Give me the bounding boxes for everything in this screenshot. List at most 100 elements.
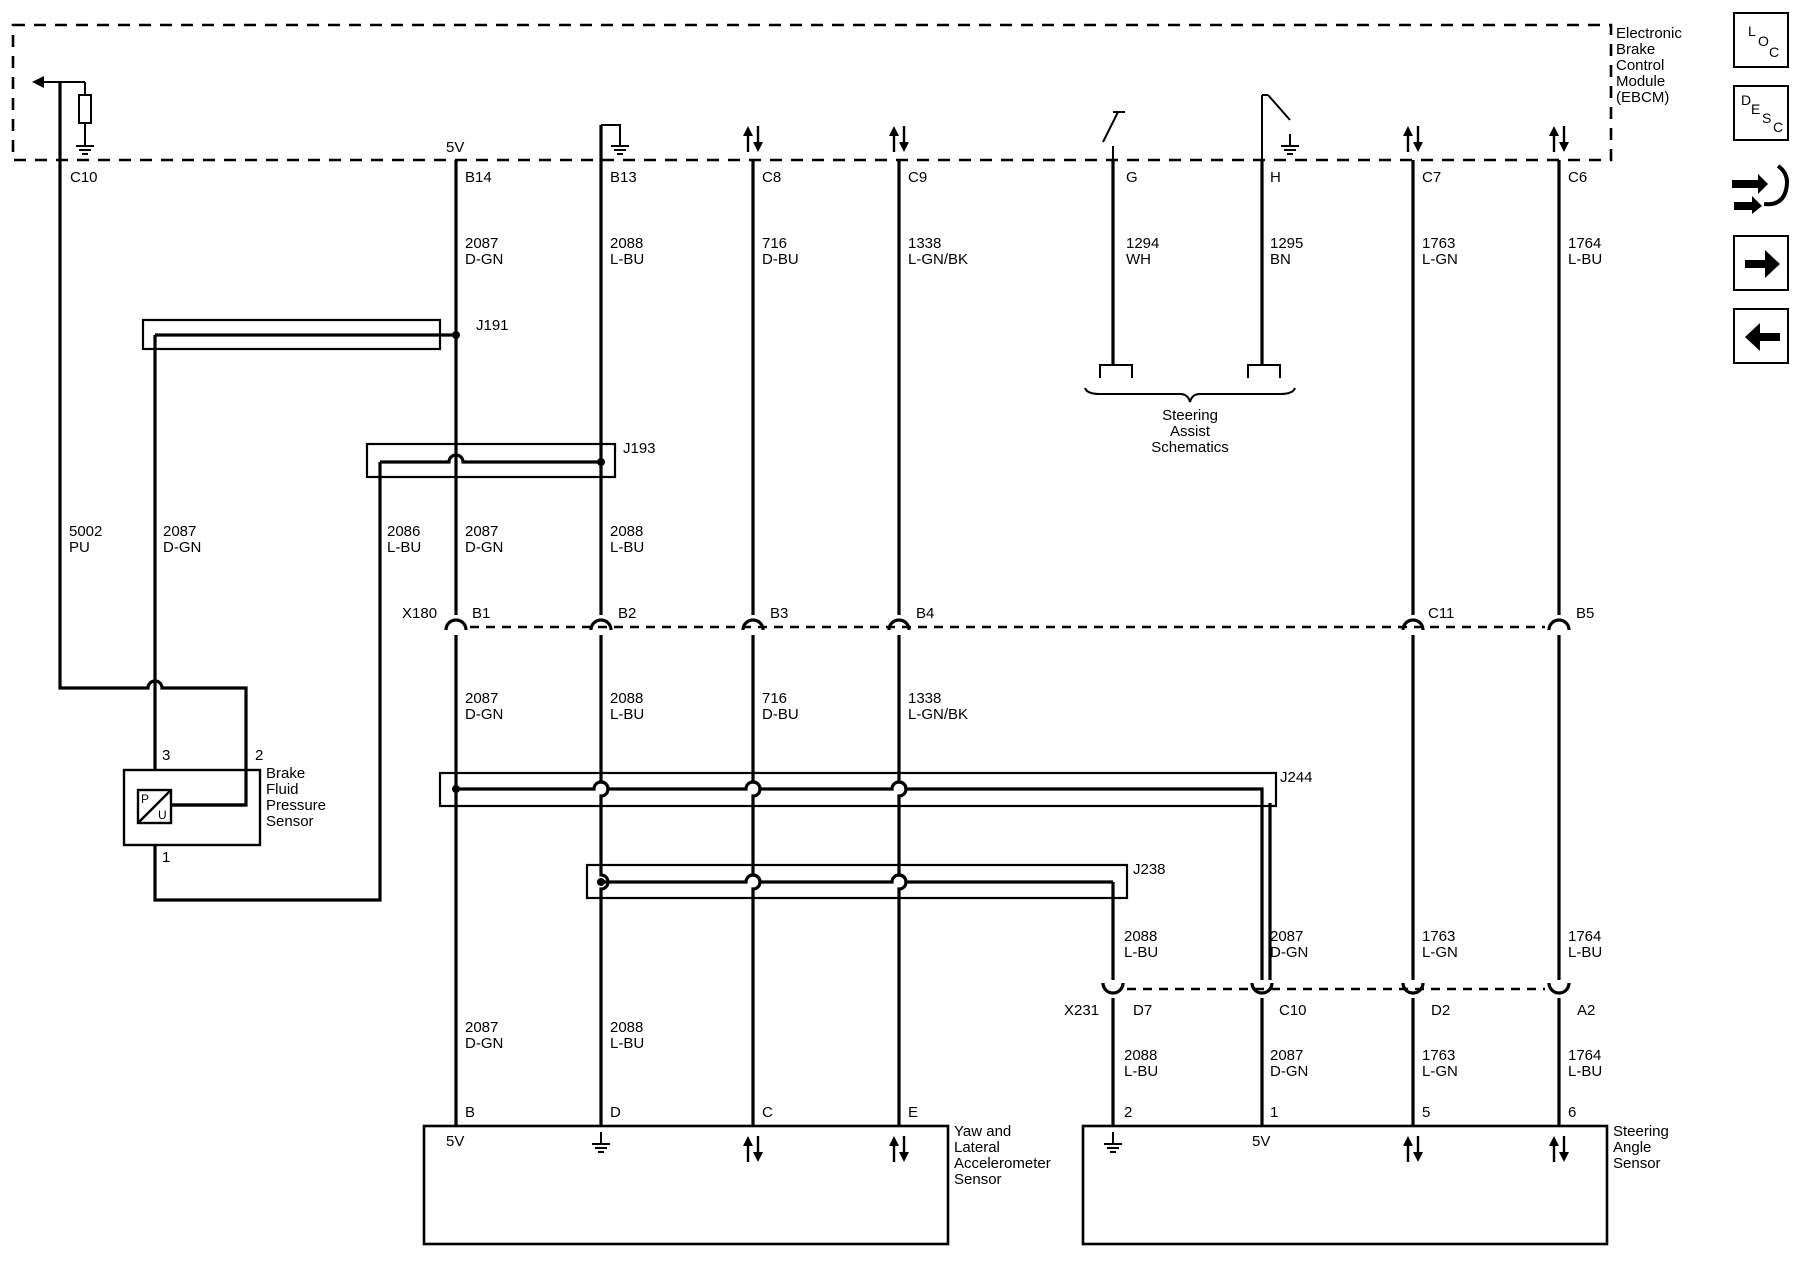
previous-arrow-icon (1745, 323, 1780, 351)
x180-pin-b3: B3 (770, 605, 788, 622)
wire-label: D-GN (1270, 1063, 1308, 1080)
brake-sensor-title-line-4: Sensor (266, 813, 314, 830)
wire-label: 2086 (387, 523, 420, 540)
connector-x231: X231 D7 C10 D2 A2 (1064, 982, 1595, 1019)
wire-label: L-BU (387, 539, 421, 556)
location-button[interactable]: L O C (1733, 12, 1789, 68)
yaw-pin-c: C (762, 1104, 773, 1121)
wire-label: 716 (762, 235, 787, 252)
wire-label: L-GN (1422, 944, 1458, 961)
splice-j191: J191 (141, 317, 509, 351)
wire-label: L-BU (610, 539, 644, 556)
wire-label: 716 (762, 690, 787, 707)
x180-pin-b2: B2 (618, 605, 636, 622)
module-title-line-3: Control (1616, 57, 1664, 74)
x231-pin-c10: C10 (1279, 1002, 1307, 1019)
wire-label: PU (69, 539, 90, 556)
splice-j193: J193 (365, 440, 656, 479)
desc-letter-d: D (1741, 92, 1751, 108)
yaw-5v-label: 5V (446, 1133, 464, 1150)
module-pin-c9: C9 (908, 169, 927, 186)
j191-label: J191 (476, 317, 509, 334)
module-title-line-1: Electronic (1616, 25, 1682, 42)
module-title-line-5: (EBCM) (1616, 89, 1669, 106)
previous-page-button[interactable] (1733, 308, 1789, 364)
wire-label: 1338 (908, 235, 941, 252)
c10-internal-circuit (32, 76, 95, 155)
wires (58, 82, 1561, 1126)
steering-angle-sensor: 2 1 5 6 5V Steering Angle Sensor (1081, 1104, 1669, 1246)
wire-label: 2088 (1124, 928, 1157, 945)
b13-ground-icon (600, 124, 630, 155)
brake-sensor-title-line-3: Pressure (266, 797, 326, 814)
wire-label: L-BU (1568, 1063, 1602, 1080)
x231-pin-d7: D7 (1133, 1002, 1152, 1019)
connector-view-button[interactable] (1728, 160, 1792, 220)
wire-label: 2088 (610, 690, 643, 707)
wire-label: 1764 (1568, 1047, 1601, 1064)
sas-title-line-1: Steering (1613, 1123, 1669, 1140)
yaw-title-line-2: Lateral (954, 1139, 1000, 1156)
sas-5v-label: 5V (1252, 1133, 1270, 1150)
sas-title-line-2: Angle (1613, 1139, 1651, 1156)
c6-data-arrows-icon (1547, 124, 1571, 154)
sas-pin6-data-arrows-icon (1547, 1134, 1571, 1164)
wire-label: 2087 (163, 523, 196, 540)
yaw-title-line-4: Sensor (954, 1171, 1002, 1188)
sensor-symbol-p: P (141, 792, 149, 806)
ebcm-module: Electronic Brake Control Module (EBCM) (11, 23, 1682, 186)
module-pin-g: G (1126, 169, 1138, 186)
steering-assist-line-1: Steering (1162, 407, 1218, 424)
wire-label: 1764 (1568, 235, 1601, 252)
next-arrow-icon (1745, 250, 1780, 278)
x180-pin-c11: C11 (1428, 605, 1454, 622)
splice-j244: J244 (438, 769, 1313, 808)
desc-letter-s: S (1762, 110, 1771, 126)
wire-label: L-BU (610, 706, 644, 723)
brake-fluid-pressure-sensor: P U 3 2 1 Brake Fluid Pressure Sensor (122, 747, 326, 866)
yaw-lateral-accelerometer-sensor: B D C E 5V Yaw and Lateral Accelerometer… (422, 1104, 1051, 1246)
yaw-ground-icon (591, 1131, 611, 1153)
wire-label: 2087 (1270, 928, 1303, 945)
connector-icon (1732, 164, 1789, 214)
j193-label: J193 (623, 440, 656, 457)
module-pin-c8: C8 (762, 169, 781, 186)
module-title-line-2: Brake (1616, 41, 1655, 58)
description-button[interactable]: D E S C (1733, 85, 1789, 141)
connector-x180: X180 B1 B2 B3 B4 C11 B5 (402, 605, 1594, 631)
wire-label: 1294 (1126, 235, 1159, 252)
yaw-pin-b: B (465, 1104, 475, 1121)
module-5v-label: 5V (446, 139, 464, 156)
sas-title-line-3: Sensor (1613, 1155, 1661, 1172)
brake-sensor-pin-1: 1 (162, 849, 170, 866)
g-switch-icon (1102, 111, 1125, 160)
next-page-button[interactable] (1733, 235, 1789, 291)
wire-label: L-BU (1568, 944, 1602, 961)
wire-label: D-BU (762, 251, 799, 268)
splice-j238: J238 (585, 861, 1166, 900)
h-switch-icon (1261, 94, 1300, 160)
brake-sensor-title-line-2: Fluid (266, 781, 299, 798)
wire-label: 2088 (1124, 1047, 1157, 1064)
j238-label: J238 (1133, 861, 1166, 878)
module-pin-b14: B14 (465, 169, 492, 186)
sensor-symbol-u: U (158, 808, 167, 822)
brake-sensor-pin-3: 3 (162, 747, 170, 764)
wire-label: D-GN (465, 1035, 503, 1052)
x231-label: X231 (1064, 1002, 1099, 1019)
wire-label: D-GN (1270, 944, 1308, 961)
loc-letter-l: L (1748, 23, 1756, 39)
wire-label: D-GN (465, 539, 503, 556)
desc-letter-e: E (1751, 101, 1760, 117)
loc-letter-o: O (1758, 33, 1769, 49)
wire-label: D-GN (163, 539, 201, 556)
wire-label: L-BU (610, 251, 644, 268)
yaw-title-line-3: Accelerometer (954, 1155, 1051, 1172)
wire-label: WH (1126, 251, 1151, 268)
module-pin-c7: C7 (1422, 169, 1441, 186)
brake-sensor-pin-2: 2 (255, 747, 263, 764)
wire-label: D-GN (465, 251, 503, 268)
yaw-pin-e: E (908, 1104, 918, 1121)
c9-data-arrows-icon (887, 124, 911, 154)
